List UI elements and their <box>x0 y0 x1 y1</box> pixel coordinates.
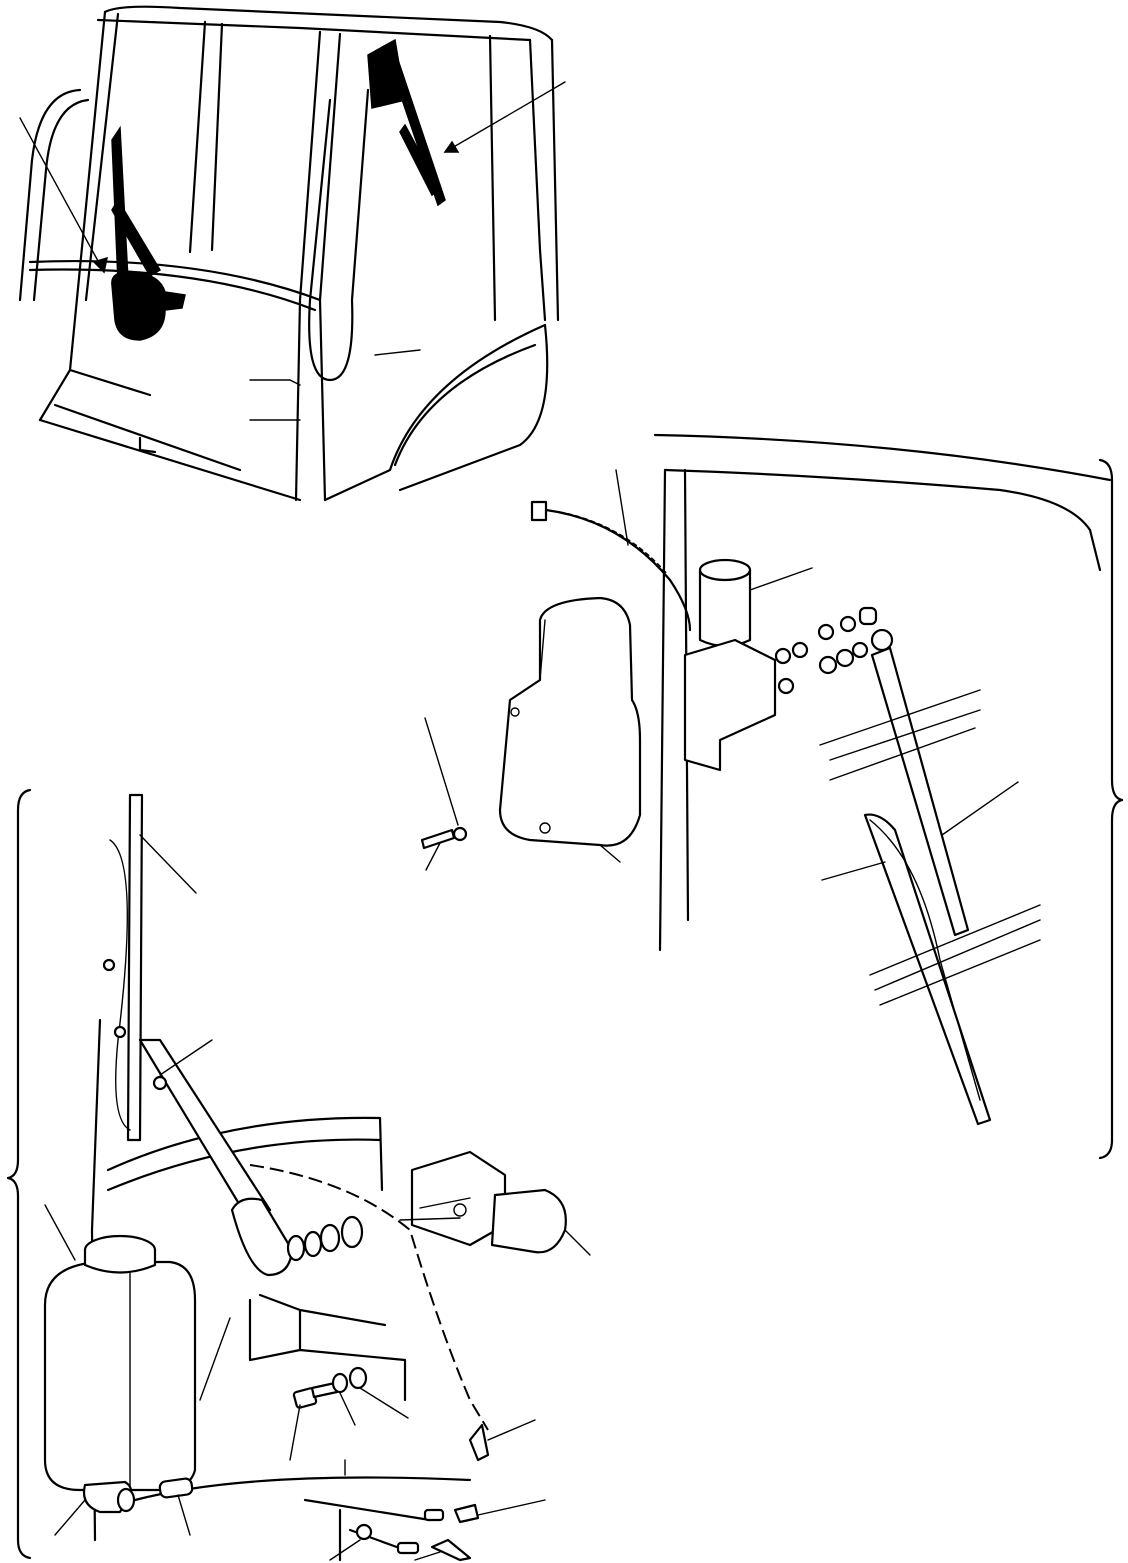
front-wiper-blade <box>102 793 197 1142</box>
front-washers <box>286 1215 364 1262</box>
front-wiper-motor <box>399 1150 591 1256</box>
front-wiper-assembly <box>6 788 591 1562</box>
washer-reservoir <box>43 1204 197 1536</box>
connector-plug <box>530 500 548 522</box>
hose-fittings <box>329 1419 546 1562</box>
rear-wiper-assembly <box>420 433 1124 1160</box>
front-wiper-arm <box>138 1038 294 1277</box>
rear-wiper-arm-and-blade <box>819 628 1041 1126</box>
bracket-bolt <box>289 1366 409 1461</box>
rear-wiper-motor <box>683 558 813 772</box>
rear-washers <box>774 606 878 695</box>
rear-motor-cover <box>420 596 642 871</box>
motor-bracket <box>199 1293 407 1562</box>
cab-overview <box>18 5 566 502</box>
